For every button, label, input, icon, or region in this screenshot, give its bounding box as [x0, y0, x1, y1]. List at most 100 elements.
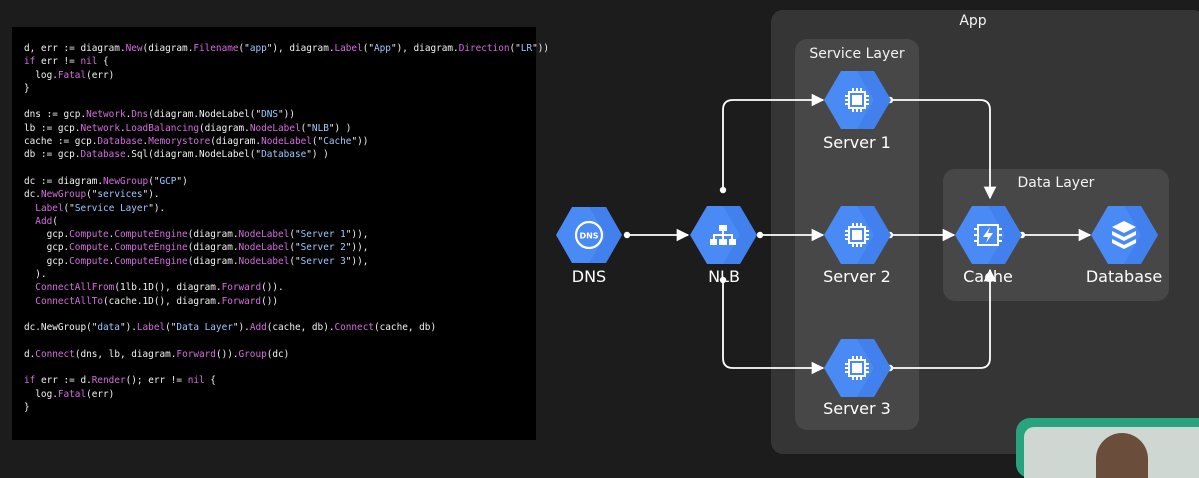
code-token: (" — [148, 175, 160, 187]
code-token: "). — [119, 322, 137, 334]
code-token: Render — [91, 375, 126, 387]
code-panel: d, err := diagram.New(diagram.Filename("… — [12, 27, 549, 440]
code-token: ()). — [215, 348, 239, 360]
code-token: ")), — [345, 255, 369, 267]
code-token: (diagram. — [210, 136, 262, 148]
code-token: (" — [86, 189, 98, 201]
code-token: (); err != — [125, 375, 188, 387]
group-service-layer-label: Service Layer — [809, 46, 905, 62]
code-line: db := gcp.Database.Sql(diagram.NodeLabel… — [24, 148, 536, 161]
code-token: app — [249, 43, 267, 54]
compute-engine-icon — [845, 223, 869, 247]
network-load-balancer-icon — [710, 225, 736, 245]
code-token: services — [97, 189, 143, 201]
compute-engine-icon — [845, 356, 869, 380]
code-token: "). — [142, 189, 160, 201]
cache-node — [955, 206, 1022, 264]
code-line: dc := diagram.NewGroup("GCP") — [24, 175, 536, 188]
code-token: DNS — [261, 109, 279, 121]
code-token: ). — [24, 269, 47, 281]
code-token: log. — [24, 69, 58, 81]
node-label-database: Database — [1085, 267, 1163, 286]
code-line: log.Fatal(err) — [24, 69, 536, 82]
code-line: if err := d.Render(); err != nil { — [24, 374, 536, 387]
code-line: Add( — [24, 215, 536, 228]
code-token: NewGroup — [103, 175, 149, 187]
code-token: (diagram. — [187, 242, 239, 254]
code-line: dc.NewGroup("services"). — [24, 188, 536, 201]
edge-dot — [719, 276, 727, 284]
node-label-cache: Cache — [963, 267, 1013, 286]
code-token: GCP — [159, 175, 177, 187]
code-token: . — [119, 122, 126, 134]
code-token: (err) — [86, 69, 115, 81]
code-token: if — [24, 375, 36, 387]
code-token: Label — [35, 202, 64, 214]
code-token: "). — [232, 322, 250, 334]
code-token: Fatal — [57, 388, 87, 400]
code-token: } — [24, 82, 30, 94]
code-token: Add — [35, 215, 53, 227]
code-token: ")) — [278, 109, 295, 121]
code-token: d, err := diagram. — [24, 43, 126, 54]
presenter-webcam — [1016, 418, 1199, 478]
code-line: if err != nil { — [24, 55, 536, 68]
server3-node — [824, 339, 891, 397]
code-token: ") ) — [306, 149, 329, 161]
code-token: ComputeEngine — [114, 229, 188, 241]
presenter-video — [1024, 427, 1199, 478]
group-app-label: App — [959, 13, 987, 29]
code-token: (" — [300, 122, 312, 134]
code-token: ")) — [532, 43, 550, 54]
code-token: ")), — [345, 242, 369, 254]
code-token: (" — [311, 136, 324, 148]
code-token: ")) — [351, 136, 369, 148]
edge-nlb-server3 — [722, 280, 825, 375]
code-token: ()) — [261, 295, 279, 307]
code-token: (diagram. — [187, 255, 239, 267]
dns-icon: DNS — [574, 220, 604, 250]
code-line: d.Connect(dns, lb, diagram.Forward()).Gr… — [24, 348, 536, 361]
code-token: . — [108, 229, 115, 241]
code-line: gcp.Compute.ComputeEngine(diagram.NodeLa… — [24, 241, 536, 254]
code-token: NodeLabel — [238, 229, 290, 241]
code-token: } — [24, 402, 30, 414]
code-line: ConnectAllFrom(1lb.1D(), diagram.Forward… — [24, 281, 536, 294]
code-token: NodeLabel — [261, 136, 312, 148]
node-label-server1: Server 1 — [823, 133, 891, 152]
code-line: } — [24, 82, 536, 95]
code-token: dc.NewGroup(" — [24, 322, 98, 334]
code-line: dns := gcp.Network.Dns(diagram.NodeLabel… — [24, 108, 536, 121]
code-token: New — [125, 43, 143, 54]
edge-nlb-server1 — [722, 93, 825, 190]
code-token: (" — [165, 322, 177, 334]
node-label-dns: DNS — [571, 267, 607, 286]
code-token: Network — [86, 109, 126, 121]
code-token: if — [24, 56, 36, 68]
code-token: Forward — [221, 282, 262, 294]
code-line: d, err := diagram.New(diagram.Filename("… — [24, 42, 549, 55]
nlb-node — [690, 206, 757, 264]
code-token: ")), — [345, 229, 369, 241]
code-line: log.Fatal(err) — [24, 388, 536, 401]
code-line: } — [24, 401, 536, 414]
code-token: (cache, db). — [266, 322, 335, 334]
server2-node — [824, 206, 891, 264]
code-token: NewGroup — [40, 189, 87, 201]
code-token: (dc) — [266, 348, 290, 360]
code-token: nil — [187, 375, 205, 387]
code-token: (diagram. — [199, 122, 250, 134]
edge-server1-cache — [890, 99, 997, 200]
code-line: ConnectAllTo(cache.1D(), diagram.Forward… — [24, 295, 536, 308]
code-token: (err) — [86, 388, 115, 400]
dns-node: DNS — [556, 207, 622, 263]
code-token: ") ) — [328, 122, 352, 134]
code-token: .Sql(diagram.NodeLabel(" — [125, 149, 262, 161]
node-label-server3: Server 3 — [823, 399, 891, 418]
edge-server3-cache — [890, 268, 997, 369]
code-token: NodeLabel — [238, 255, 290, 267]
code-token: Server 3 — [300, 255, 346, 267]
node-label-server2: Server 2 — [823, 267, 891, 286]
code-token: dns := gcp. — [24, 109, 87, 121]
code-token: ComputeEngine — [114, 242, 188, 254]
